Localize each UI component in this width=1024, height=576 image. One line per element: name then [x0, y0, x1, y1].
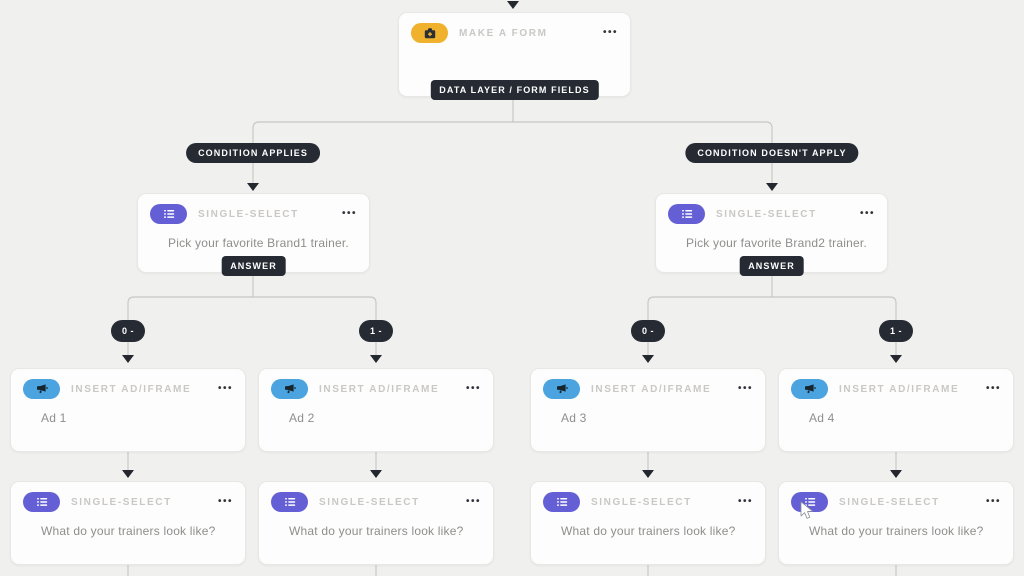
node-single-select-brand1[interactable]: SINGLE-SELECT ••• Pick your favorite Bra…: [137, 193, 370, 276]
node-menu-button[interactable]: •••: [217, 383, 233, 394]
port-badge-answer[interactable]: ANSWER: [739, 256, 804, 276]
node-menu-button[interactable]: •••: [465, 383, 481, 394]
node-content-text: Ad 1: [41, 411, 67, 425]
list-icon: [23, 492, 60, 512]
node-menu-button[interactable]: •••: [217, 496, 233, 507]
node-content-text: Ad 4: [809, 411, 835, 425]
node-menu-button[interactable]: •••: [465, 496, 481, 507]
edge-label-value-1: 1 -: [358, 320, 394, 342]
megaphone-icon: [271, 379, 308, 399]
node-single-select-brand2[interactable]: SINGLE-SELECT ••• Pick your favorite Bra…: [655, 193, 888, 276]
list-icon: [791, 492, 828, 512]
node-content-text: Ad 3: [561, 411, 587, 425]
edge-label-value-0: 0 -: [630, 320, 666, 342]
node-type-label: INSERT AD/IFRAME: [591, 383, 712, 395]
node-question-text: Pick your favorite Brand2 trainer.: [686, 236, 867, 250]
edge-label-value-0: 0 -: [110, 320, 146, 342]
node-menu-button[interactable]: •••: [737, 496, 753, 507]
node-question-4[interactable]: SINGLE-SELECT ••• What do your trainers …: [778, 481, 1014, 565]
node-question-text: What do your trainers look like?: [561, 524, 736, 538]
node-question-text: What do your trainers look like?: [809, 524, 984, 538]
node-menu-button[interactable]: •••: [859, 208, 875, 219]
node-type-label: INSERT AD/IFRAME: [71, 383, 192, 395]
form-plus-icon: [411, 23, 448, 43]
node-menu-button[interactable]: •••: [985, 383, 1001, 394]
node-type-label: MAKE A FORM: [459, 27, 548, 39]
list-icon: [668, 204, 705, 224]
node-type-label: SINGLE-SELECT: [591, 496, 692, 508]
node-question-3[interactable]: SINGLE-SELECT ••• What do your trainers …: [530, 481, 766, 565]
node-make-form[interactable]: MAKE A FORM ••• DATA LAYER / FORM FIELDS: [398, 12, 631, 100]
port-badge-data-layer[interactable]: DATA LAYER / FORM FIELDS: [430, 80, 599, 100]
node-type-label: SINGLE-SELECT: [716, 208, 817, 220]
port-badge-answer[interactable]: ANSWER: [221, 256, 286, 276]
node-type-label: SINGLE-SELECT: [198, 208, 299, 220]
list-icon: [150, 204, 187, 224]
node-ad-4[interactable]: INSERT AD/IFRAME ••• Ad 4: [778, 368, 1014, 452]
mouse-cursor-icon: [799, 501, 816, 525]
node-content-text: Ad 2: [289, 411, 315, 425]
node-ad-2[interactable]: INSERT AD/IFRAME ••• Ad 2: [258, 368, 494, 452]
megaphone-icon: [543, 379, 580, 399]
node-type-label: SINGLE-SELECT: [319, 496, 420, 508]
megaphone-icon: [791, 379, 828, 399]
node-type-label: INSERT AD/IFRAME: [319, 383, 440, 395]
node-question-text: What do your trainers look like?: [289, 524, 464, 538]
node-menu-button[interactable]: •••: [985, 496, 1001, 507]
edge-label-condition-applies: CONDITION APPLIES: [186, 143, 320, 163]
node-type-label: SINGLE-SELECT: [71, 496, 172, 508]
node-menu-button[interactable]: •••: [737, 383, 753, 394]
node-type-label: SINGLE-SELECT: [839, 496, 940, 508]
node-menu-button[interactable]: •••: [341, 208, 357, 219]
node-ad-3[interactable]: INSERT AD/IFRAME ••• Ad 3: [530, 368, 766, 452]
node-type-label: INSERT AD/IFRAME: [839, 383, 960, 395]
node-question-2[interactable]: SINGLE-SELECT ••• What do your trainers …: [258, 481, 494, 565]
list-icon: [543, 492, 580, 512]
node-question-text: Pick your favorite Brand1 trainer.: [168, 236, 349, 250]
node-question-1[interactable]: SINGLE-SELECT ••• What do your trainers …: [10, 481, 246, 565]
node-ad-1[interactable]: INSERT AD/IFRAME ••• Ad 1: [10, 368, 246, 452]
node-question-text: What do your trainers look like?: [41, 524, 216, 538]
node-menu-button[interactable]: •••: [602, 27, 618, 38]
megaphone-icon: [23, 379, 60, 399]
arrowhead-icons: [122, 1, 902, 478]
edge-label-value-1: 1 -: [878, 320, 914, 342]
list-icon: [271, 492, 308, 512]
edge-label-condition-doesnt-apply: CONDITION DOESN'T APPLY: [685, 143, 859, 163]
